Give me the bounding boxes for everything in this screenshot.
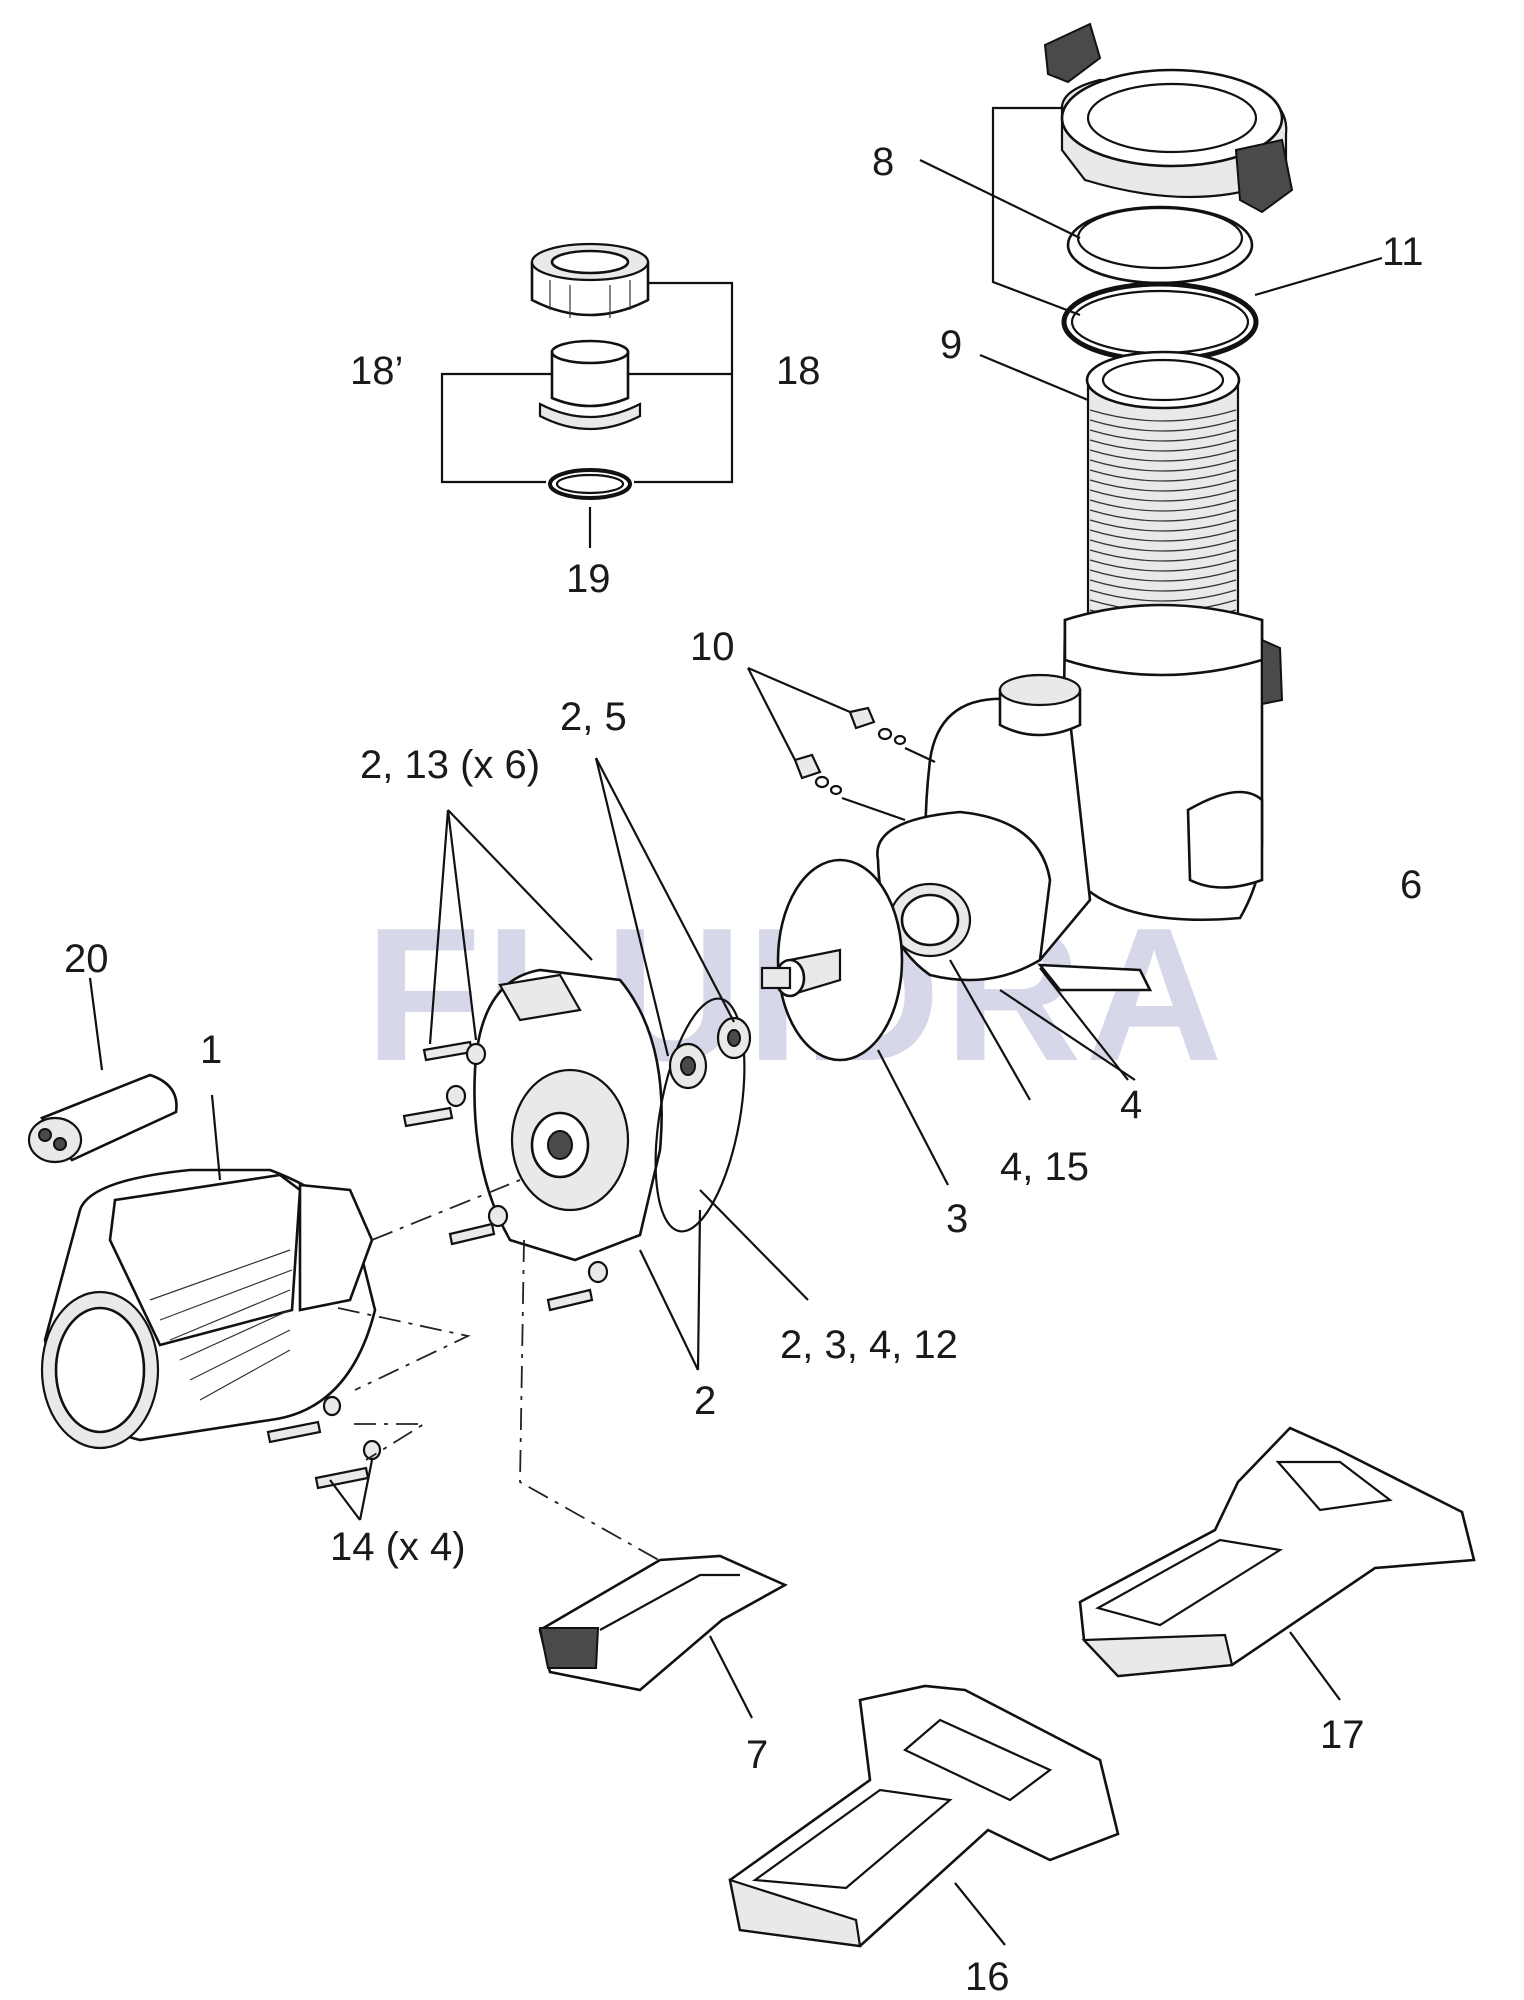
drain-plug-icon — [793, 706, 907, 796]
union-fitting-icon — [530, 242, 650, 500]
callout-3: 3 — [946, 1197, 968, 1241]
basket-rib — [1089, 479, 1237, 492]
basket-rib — [1089, 589, 1237, 602]
pump-clip-icon — [538, 1554, 788, 1692]
callout-10: 10 — [690, 625, 735, 669]
callout-2-5: 2, 5 — [560, 695, 627, 739]
callout-18: 18 — [776, 349, 821, 393]
basket-rib — [1089, 539, 1237, 552]
basket-rib — [1089, 499, 1237, 512]
callout-2-13: 2, 13 (x 6) — [360, 743, 540, 787]
basket-rib — [1089, 439, 1237, 452]
basket-rib — [1089, 459, 1237, 472]
electric-motor-icon — [40, 1168, 377, 1450]
basket-rib — [1089, 449, 1237, 462]
basket-rib — [1089, 489, 1237, 502]
callout-1: 1 — [200, 1028, 222, 1072]
callout-20: 20 — [64, 937, 109, 981]
impeller-icon — [760, 858, 904, 1062]
callout-14: 14 (x 4) — [330, 1525, 466, 1569]
basket-rib — [1089, 519, 1237, 532]
basket-rib — [1089, 409, 1237, 422]
basket-rib — [1089, 469, 1237, 482]
basket-rib — [1089, 529, 1237, 542]
callout-19: 19 — [566, 557, 611, 601]
callout-11: 11 — [1382, 230, 1424, 274]
callout-16: 16 — [965, 1955, 1010, 1999]
callout-4: 4 — [1120, 1083, 1142, 1127]
callout-9: 9 — [940, 323, 962, 367]
pump-base-icon — [728, 1426, 1476, 1948]
callout-6: 6 — [1400, 863, 1422, 907]
basket-rib — [1089, 559, 1237, 572]
seal-plate-icon — [473, 968, 752, 1262]
callout-18-prime: 18’ — [350, 349, 403, 393]
basket-rib — [1089, 549, 1237, 562]
callout-8: 8 — [872, 140, 894, 184]
diffuser-icon — [876, 810, 1052, 982]
capacitor-icon — [27, 1073, 178, 1164]
screw-icon — [402, 1040, 609, 1312]
basket-rib — [1089, 419, 1237, 432]
callout-4-15: 4, 15 — [1000, 1145, 1089, 1189]
prefilter-lid-icon — [1043, 22, 1294, 363]
callout-17: 17 — [1320, 1713, 1365, 1757]
callout-7: 7 — [746, 1733, 768, 1777]
callout-2: 2 — [694, 1379, 716, 1423]
basket-rib — [1089, 429, 1237, 442]
basket-rib — [1089, 509, 1237, 522]
callout-2-3-4-12: 2, 3, 4, 12 — [780, 1323, 958, 1367]
basket-rib — [1089, 569, 1237, 582]
basket-rib — [1089, 579, 1237, 592]
